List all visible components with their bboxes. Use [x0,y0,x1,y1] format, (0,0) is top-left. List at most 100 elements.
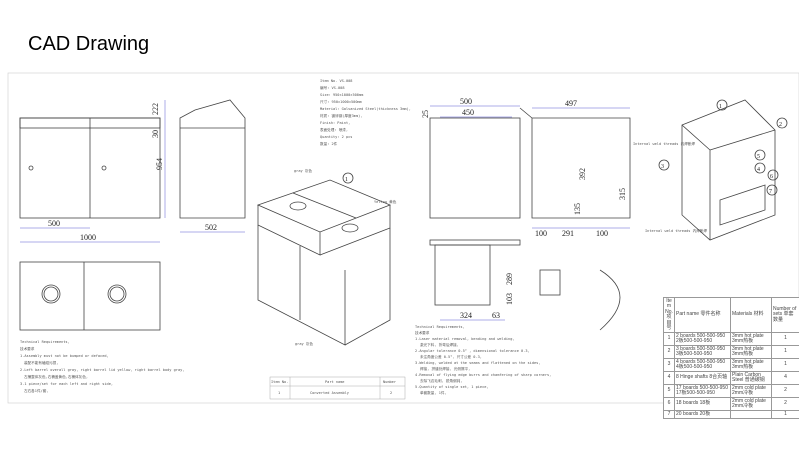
table-cell: 4 boards 500-500-950 4板500-500-950 [674,358,731,372]
box-views: 500 450 25 497 392 135 315 100 291 100 2… [421,97,631,331]
table-cell: 3mm hot plate 3mm热板 [730,358,772,372]
svg-text:100: 100 [596,229,608,238]
dim-222: 222 [151,103,160,115]
svg-text:100: 100 [535,229,547,238]
svg-text:Part name: Part name [325,380,344,384]
svg-text:Technical Requirements,: Technical Requirements, [415,325,465,329]
table-cell: 4 [771,371,799,385]
header-materials: Materials 材料 [730,297,772,333]
svg-text:技术要求: 技术要求 [415,330,430,335]
svg-text:450: 450 [462,108,474,117]
tech-requirements-middle: Technical Requirements, 技术要求 1.Laser mat… [415,325,551,395]
table-cell: 18 boards 18板 [674,397,731,411]
header-item-no: Item No. 项目号 [663,297,675,333]
svg-text:5: 5 [757,154,760,160]
svg-text:7: 7 [769,189,772,195]
svg-text:315: 315 [618,188,627,200]
svg-text:63: 63 [492,311,500,320]
table-cell: 2 [771,384,799,398]
table-cell: 1 [771,410,799,419]
table-cell: 3 boards 500-500-950 3板500-500-950 [674,345,731,359]
isometric-view: 1 gray 灰色 Yellow 黄色 gray 灰色 [256,168,397,346]
svg-text:去除飞边毛刺, 锐角倒钝,: 去除飞边毛刺, 锐角倒钝, [420,378,462,383]
svg-text:392: 392 [578,168,587,180]
dim-500: 500 [48,219,60,228]
table-cell: 6 [663,397,675,411]
drawing-frame [7,72,799,404]
balloons: 1 2 3 4 5 6 7 [658,99,788,196]
table-cell: 1 [771,358,799,372]
svg-text:500: 500 [460,97,472,106]
dim-954: 954 [155,158,164,170]
svg-text:Number: Number [383,380,397,384]
balloon-label: 1 [345,177,348,183]
item-info-line: 尺寸: 950×1000×500mm [320,99,362,104]
item-info-line: 编号: VS-008 [320,85,345,90]
svg-text:497: 497 [565,99,577,108]
table-cell: 17 boards 500-500-950 17板500-500-950 [674,384,731,398]
svg-text:25: 25 [421,110,430,118]
parts-table-header: Item No. 项目号 Part name 零件名称 Materials 材料… [663,297,799,333]
table-cell: 3 [663,358,675,372]
exploded-view: Internal weld threads 内焊断焊 Internal weld… [633,99,788,241]
header-number-of-sets: Number of sets 单套数量 [771,297,799,333]
color-label: gray 灰色 [294,168,312,173]
svg-text:3.1 piece/set for each left an: 3.1 piece/set for each left and right si… [20,382,113,386]
svg-text:装配不能有磕碰污损,: 装配不能有磕碰污损, [24,360,59,365]
svg-text:单套数量, 1件,: 单套数量, 1件, [420,390,447,395]
slide-title: CAD Drawing [28,33,150,55]
svg-text:2: 2 [779,122,782,128]
plan-view [19,261,161,331]
table-cell: 7 [663,410,675,419]
table-cell: 1 [771,345,799,359]
svg-text:2.Left barrel overall gray, ri: 2.Left barrel overall gray, right barrel… [20,368,184,372]
item-info-line: 数量: 2件 [320,141,338,146]
item-info-line: 材质: 镀锌钢(厚度3mm), [320,113,362,118]
svg-text:289: 289 [505,273,514,285]
svg-text:Converted Assembly: Converted Assembly [310,391,350,395]
color-label: gray 灰色 [295,341,313,346]
svg-text:左桶整体灰色,右桶盖黄色,右桶体灰色,: 左桶整体灰色,右桶盖黄色,右桶体灰色, [24,374,88,379]
item-info-line: Finish: Paint, [320,121,350,125]
table-cell: 1 [771,332,799,346]
table-cell: 5 [663,384,675,398]
front-view: 500 1000 30 222 954 [19,100,166,243]
item-info-line: 表面处理: 喷漆, [320,127,348,132]
color-label: Yellow 黄色 [374,199,397,204]
svg-text:135: 135 [573,203,582,215]
table-cell: 2mm cold plate 2mm冷板 [730,384,772,398]
weld-note: Internal weld threads 内焊断焊 [633,141,695,146]
item-info-line: Material: Galvanized Steel(thickness 3mm… [320,107,411,111]
table-cell: 2 [771,397,799,411]
item-info-line: Quantity: 2 pcs [320,135,352,139]
tech-requirements-left: Technical Requirements, 技术要求 1.Assembly … [20,340,184,393]
svg-text:2.Angular tolerance 0.5° , dim: 2.Angular tolerance 0.5° , dimensional t… [415,349,530,353]
svg-text:5.Quantity of single set, 1 pi: 5.Quantity of single set, 1 piece, [415,385,489,389]
svg-text:技术要求: 技术要求 [20,346,35,351]
svg-text:左右各1件/套,: 左右各1件/套, [24,388,48,393]
assembly-table: Item No. Part name Number 1 Converted As… [269,376,406,400]
svg-text:3: 3 [661,164,664,170]
side-view: 502 [179,99,246,233]
svg-text:4.Removal of flying edge burrs: 4.Removal of flying edge burrs and chamf… [415,373,551,377]
item-info: Item No. VS-008 编号: VS-008 Size: 950×100… [320,79,411,146]
table-cell: Plain Carbon Steel 普通碳钢 [730,371,772,385]
svg-text:1.Laser material removal, bend: 1.Laser material removal, bending and we… [415,337,515,341]
dim-502: 502 [205,223,217,232]
svg-text:324: 324 [460,311,472,320]
table-cell: 2 boards 500-500-950 2板500-500-950 [674,332,731,346]
svg-text:291: 291 [562,229,574,238]
svg-text:1: 1 [278,391,280,395]
table-cell: 2 [663,345,675,359]
svg-text:6: 6 [770,174,773,180]
svg-text:Technical Requirements,: Technical Requirements, [20,340,70,344]
svg-text:1: 1 [719,104,722,110]
dim-30: 30 [151,130,160,138]
svg-text:2: 2 [390,391,392,395]
